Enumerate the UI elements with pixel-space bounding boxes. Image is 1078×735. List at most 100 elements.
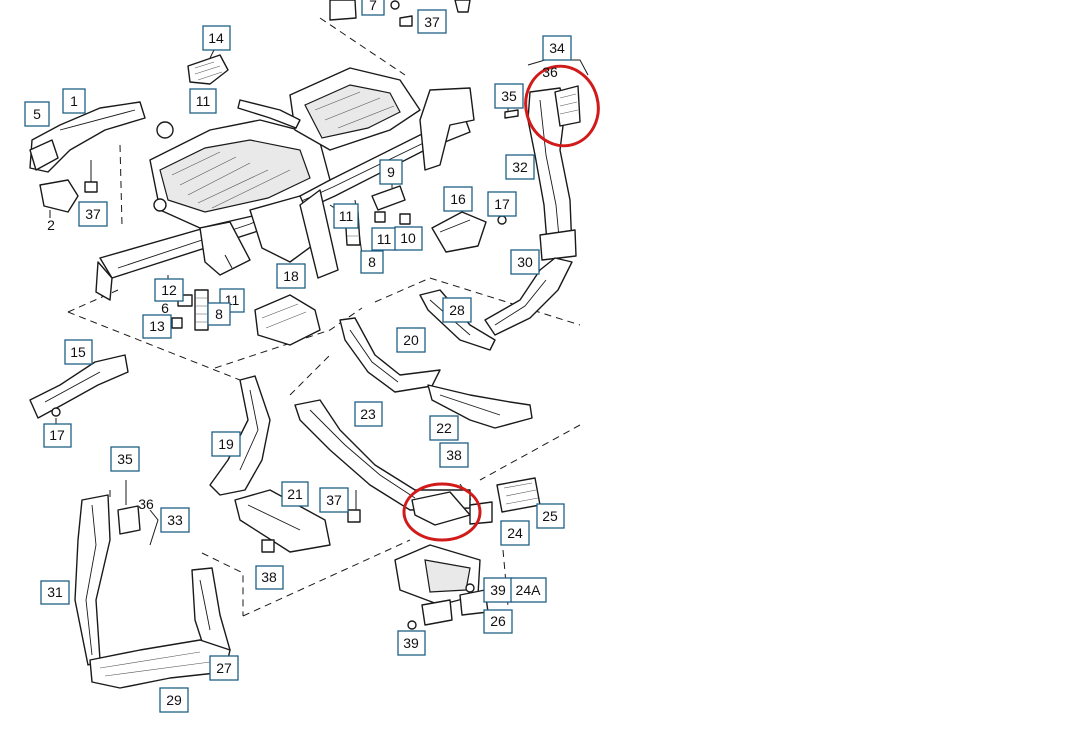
callout-11-a: 11 (189, 88, 217, 114)
svg-text:38: 38 (261, 569, 277, 585)
part-21-plate (234, 489, 331, 553)
callout-33: 33 (160, 507, 190, 533)
part-1-left-outlet-duct (29, 101, 146, 173)
callout-32: 32 (505, 154, 535, 180)
svg-text:23: 23 (360, 406, 376, 422)
part-16-mount (431, 211, 507, 253)
callout-38-mid: 38 (439, 442, 469, 468)
callout-24a: 24A (510, 577, 547, 603)
callout-35-top: 35 (494, 83, 524, 109)
callout-26: 26 (483, 609, 513, 634)
part-7-clip (329, 0, 471, 27)
svg-text:39: 39 (403, 635, 419, 651)
part-24a-housing (394, 544, 481, 606)
callout-8-b: 8 (207, 302, 231, 326)
callout-10: 10 (394, 226, 423, 251)
callout-22: 22 (429, 415, 459, 441)
callout-34: 34 (542, 35, 572, 61)
svg-text:35: 35 (501, 88, 517, 104)
dashboard-cross-member-assembly (95, 67, 475, 301)
svg-text:32: 32 (512, 159, 528, 175)
svg-text:26: 26 (490, 613, 506, 629)
part-26-flaps (407, 583, 511, 630)
callout-20: 20 (396, 327, 426, 353)
svg-text:37: 37 (424, 14, 440, 30)
part-29-floor-duct (89, 639, 231, 689)
svg-text:31: 31 (47, 584, 63, 600)
callout-5: 5 (24, 101, 50, 127)
callout-11-c: 11 (371, 227, 397, 251)
svg-text:10: 10 (400, 230, 416, 246)
part-25-grille (496, 477, 541, 513)
callout-37-mid: 37 (319, 487, 349, 513)
callout-28: 28 (442, 297, 472, 323)
highlight-marks (402, 64, 600, 542)
callout-12: 12 (154, 278, 184, 302)
svg-text:17: 17 (494, 196, 510, 212)
callout-35-left: 35 (110, 446, 140, 472)
svg-text:13: 13 (149, 318, 165, 334)
callout-7: 7 (361, 0, 385, 16)
svg-text:30: 30 (517, 254, 533, 270)
svg-text:15: 15 (70, 344, 86, 360)
callout-23: 23 (354, 401, 383, 427)
svg-text:38: 38 (446, 447, 462, 463)
callout-39-b: 39 (397, 630, 426, 656)
callout-17-right: 17 (487, 191, 517, 217)
svg-text:24A: 24A (516, 582, 542, 598)
callout-17-left: 17 (43, 423, 72, 448)
svg-text:37: 37 (85, 206, 101, 222)
callout-24: 24 (500, 520, 530, 546)
part-18-center-duct (254, 294, 321, 346)
callout-14: 14 (202, 25, 231, 51)
callout-27: 27 (209, 655, 239, 681)
part-9-bracket (371, 180, 411, 225)
svg-text:1: 1 (70, 93, 78, 109)
svg-text:5: 5 (33, 106, 41, 122)
callout-13: 13 (142, 314, 172, 339)
svg-text:18: 18 (283, 268, 299, 284)
callout-37-left: 37 (78, 201, 108, 227)
svg-text:17: 17 (49, 427, 65, 443)
callout-19: 19 (211, 431, 241, 457)
center-vent-highlight (402, 482, 482, 542)
svg-text:19: 19 (218, 436, 234, 452)
part-22-duct (427, 384, 533, 429)
upper-right-vent-highlight (524, 64, 600, 148)
plain-label-36-top: 36 (542, 64, 558, 80)
callout-21: 21 (281, 481, 309, 507)
svg-text:35: 35 (117, 451, 133, 467)
plain-label-6: 6 (161, 300, 169, 316)
callout-37-top: 37 (417, 9, 447, 34)
svg-text:22: 22 (436, 420, 452, 436)
callout-25: 25 (536, 503, 565, 529)
svg-text:28: 28 (449, 302, 465, 318)
callout-18: 18 (276, 263, 306, 289)
callout-1: 1 (62, 88, 86, 114)
svg-text:11: 11 (377, 231, 392, 247)
callout-9: 9 (379, 159, 403, 185)
part-38-lower-fastener (261, 539, 275, 553)
part-14-vent (187, 47, 229, 85)
svg-text:39: 39 (490, 582, 506, 598)
part-33-outlet (117, 480, 159, 546)
part-34-outlet (527, 59, 589, 127)
plain-label-36-left: 36 (138, 496, 154, 512)
svg-text:37: 37 (326, 492, 342, 508)
svg-text:20: 20 (403, 332, 419, 348)
svg-text:33: 33 (167, 512, 183, 528)
svg-text:8: 8 (215, 306, 223, 322)
svg-text:29: 29 (166, 692, 182, 708)
callout-30: 30 (510, 249, 540, 275)
svg-text:9: 9 (387, 164, 395, 180)
callout-39-a: 39 (483, 577, 513, 603)
part-31-left-riser-duct (74, 494, 111, 666)
svg-text:8: 8 (368, 254, 376, 270)
callout-16: 16 (443, 186, 473, 212)
part-15-duct (29, 354, 129, 425)
plain-labels: 2 6 36 36 (47, 64, 558, 512)
svg-text:16: 16 (450, 191, 466, 207)
callout-labels: 7 37 14 34 35 5 1 11 32 9 37 16 17 11 11… (24, 0, 572, 713)
part-20-duct (339, 317, 441, 393)
callout-38-low: 38 (255, 565, 284, 590)
